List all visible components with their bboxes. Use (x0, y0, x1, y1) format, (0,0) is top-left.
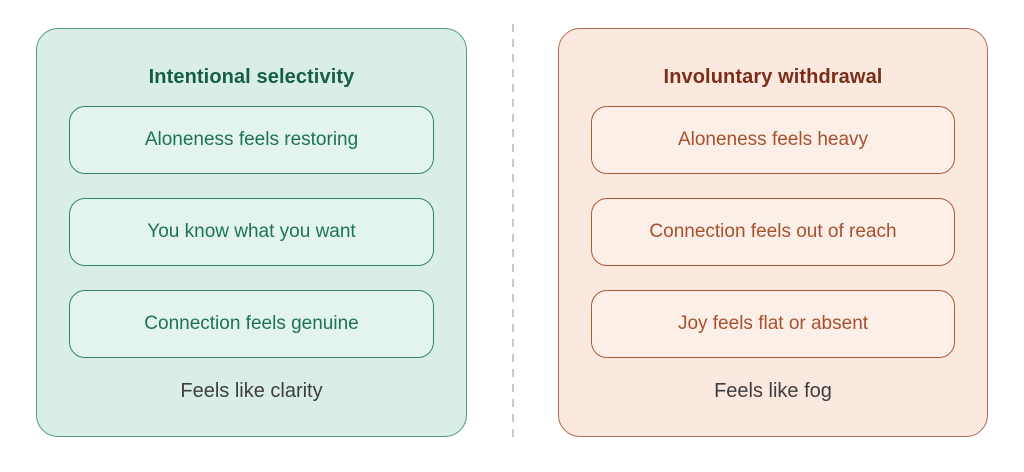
card-aloneness-restoring: Aloneness feels restoring (69, 106, 434, 174)
panel-title-left: Intentional selectivity (148, 66, 355, 88)
intentional-selectivity-panel: Intentional selectivity Aloneness feels … (36, 28, 467, 437)
card-list-right: Aloneness feels heavy Connection feels o… (591, 106, 955, 358)
dashed-divider (512, 24, 514, 441)
card-aloneness-heavy: Aloneness feels heavy (591, 106, 955, 174)
card-connection-genuine: Connection feels genuine (69, 290, 434, 358)
card-label: Joy feels flat or absent (677, 313, 869, 334)
involuntary-withdrawal-panel: Involuntary withdrawal Aloneness feels h… (558, 28, 988, 437)
panel-footer-left: Feels like clarity (180, 380, 323, 402)
panel-title-right: Involuntary withdrawal (663, 66, 883, 88)
card-list-left: Aloneness feels restoring You know what … (69, 106, 434, 358)
card-label: Aloneness feels heavy (677, 129, 869, 150)
card-label: Aloneness feels restoring (144, 129, 359, 150)
card-connection-out-of-reach: Connection feels out of reach (591, 198, 955, 266)
card-label: Connection feels out of reach (649, 221, 897, 242)
card-know-what-you-want: You know what you want (69, 198, 434, 266)
panel-footer-right: Feels like fog (714, 380, 832, 402)
card-joy-flat-absent: Joy feels flat or absent (591, 290, 955, 358)
card-label: You know what you want (147, 221, 356, 242)
card-label: Connection feels genuine (144, 313, 359, 334)
